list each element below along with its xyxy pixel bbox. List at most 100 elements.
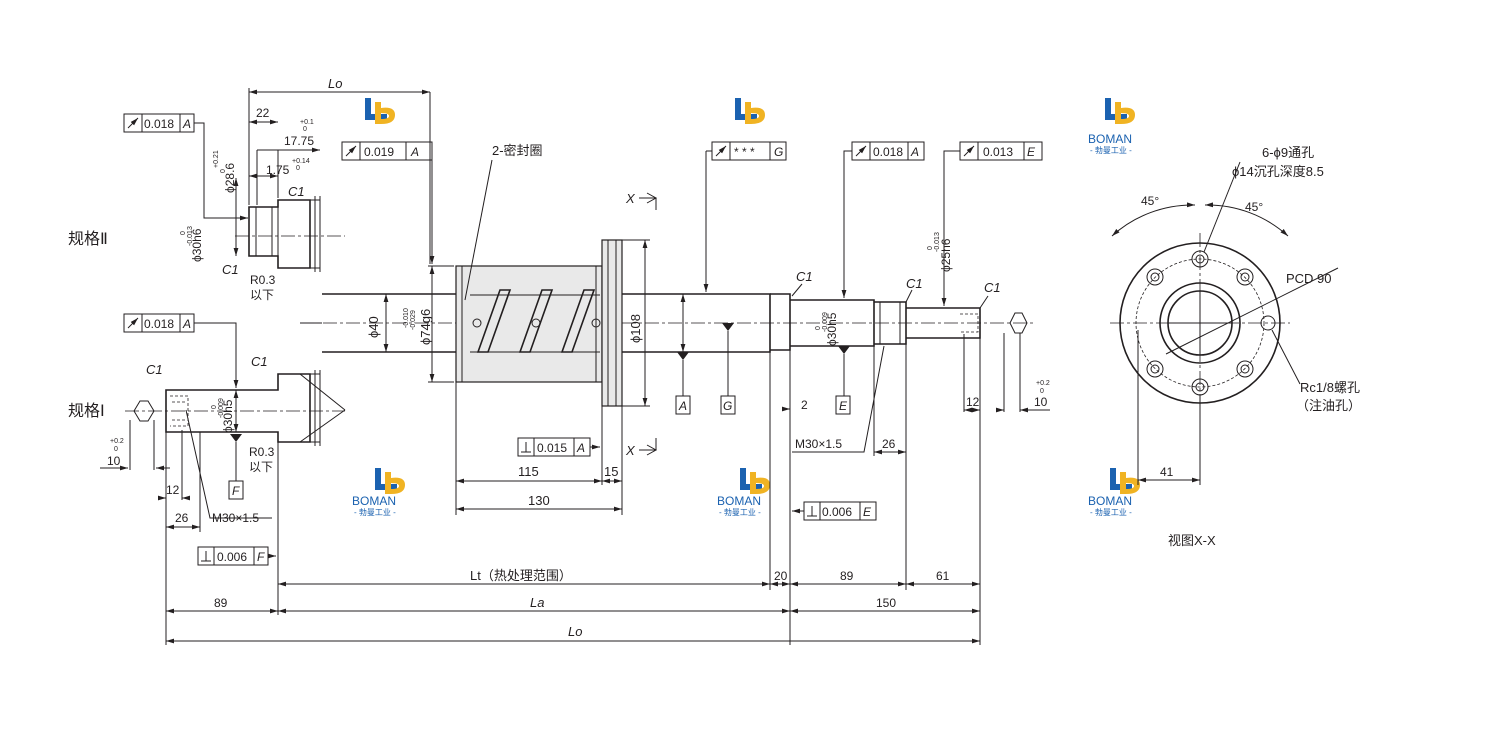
tol-value: 0.013 xyxy=(983,145,1013,159)
dim-41: 41 xyxy=(1160,465,1174,479)
watermark-sub: - 勃曼工业 - xyxy=(1090,145,1132,155)
datum-triangle xyxy=(230,434,242,442)
datum-box-f xyxy=(228,480,244,500)
geo-tolerance-frame: 0.013 E xyxy=(959,141,1043,161)
radius-r0-3: R0.3 xyxy=(249,445,275,459)
datum-box-e xyxy=(835,395,851,415)
dim-17-75: 17.75 xyxy=(284,134,314,148)
tol-d30h6-lower: -0.013 xyxy=(187,226,194,246)
tol-10-lower: 0 xyxy=(114,446,118,453)
spec2-label: 规格Ⅱ xyxy=(68,230,108,248)
tol-value: 0.018 xyxy=(144,117,174,131)
watermark-logo: BOMAN - 勃曼工业 - xyxy=(352,468,405,517)
geo-tolerance-frame: 0.018 A xyxy=(851,141,925,161)
watermark-logo xyxy=(365,98,395,124)
tol-1-75-upper: +0.14 xyxy=(292,158,310,165)
watermark-logo: BOMAN - 勃曼工业 - xyxy=(1088,468,1140,517)
datum-a: A xyxy=(678,399,687,413)
dim-150: 150 xyxy=(876,596,896,610)
geo-tolerance-frame: 0.019 A xyxy=(341,141,433,161)
geo-tolerance-frame: 0.018 A xyxy=(123,113,195,133)
bolt-holes: 6-ϕ9通孔 xyxy=(1262,145,1314,160)
dim-20: 20 xyxy=(774,569,788,583)
dim-115: 115 xyxy=(518,464,539,479)
radius-below: 以下 xyxy=(250,288,274,302)
dim-lt: Lt（热处理范围） xyxy=(470,568,572,583)
geo-tolerance-frame: 0.018 A xyxy=(123,313,195,333)
tol-17-75-upper: +0.1 xyxy=(300,119,314,126)
dim-d30h5: ϕ30h5 xyxy=(221,399,235,433)
perp-tolerance-frame: 0.006 E xyxy=(803,501,877,521)
dim-15: 15 xyxy=(604,464,618,479)
dim-61: 61 xyxy=(936,569,950,583)
watermark-logo: BOMAN - 勃曼工业 - xyxy=(717,468,770,517)
datum-g: G xyxy=(723,399,732,413)
tol-value: 0.018 xyxy=(873,145,903,159)
spec1-label: 规格Ⅰ xyxy=(68,402,105,420)
dim-12: 12 xyxy=(166,483,180,497)
tol-d30h5-upper: 0 xyxy=(815,326,822,330)
tol-value: 0.018 xyxy=(144,317,174,331)
dim-lo-top: Lo xyxy=(328,76,342,91)
chamfer-c1: C1 xyxy=(796,269,813,284)
tol-datum: E xyxy=(863,505,872,519)
view-label: 视图X-X xyxy=(1168,533,1216,548)
tol-value: 0.006 xyxy=(217,550,247,564)
angle-45-left: 45° xyxy=(1141,194,1159,208)
tol-value: 0.006 xyxy=(822,505,852,519)
geo-tolerance-frame: * * * G xyxy=(711,141,787,161)
view-x-x: 45° 45° 6-ϕ9通孔 ϕ14沉孔深度8.5 PCD 90 Rc1/8螺孔… xyxy=(1110,145,1361,548)
seal-label: 2-密封圈 xyxy=(492,143,543,158)
tol-datum: A xyxy=(576,441,585,455)
datum-f: F xyxy=(232,484,240,498)
tol-d28-upper: +0.21 xyxy=(213,150,220,168)
thread-m30: M30×1.5 xyxy=(795,437,842,451)
watermark-sub: - 勃曼工业 - xyxy=(1090,507,1132,517)
radius-below: 以下 xyxy=(249,460,273,474)
tol-d28-lower: 0 xyxy=(220,169,227,173)
watermark-brand: BOMAN xyxy=(352,494,396,508)
dim-26: 26 xyxy=(175,511,189,525)
pcd: PCD 90 xyxy=(1286,271,1332,286)
chamfer-c1: C1 xyxy=(288,184,305,199)
chamfer-c1: C1 xyxy=(146,362,163,377)
dim-22: 22 xyxy=(256,106,270,120)
dim-d28-6: ϕ28.6 xyxy=(223,163,237,193)
tol-d25-upper: 0 xyxy=(927,246,934,250)
dim-12: 12 xyxy=(966,395,980,409)
perp-tolerance-frame: 0.015 A xyxy=(517,437,591,457)
tol-d30h5-lower: -0.009 xyxy=(822,312,829,332)
perp-tolerance-frame: 0.006 F xyxy=(197,546,269,566)
dim-d30h6: ϕ30h6 xyxy=(190,228,204,262)
tol-d30h5-lower: -0.009 xyxy=(218,398,225,418)
dim-26: 26 xyxy=(882,437,896,451)
oil-hole-note: （注油孔） xyxy=(1296,398,1361,413)
dim-la: La xyxy=(530,595,544,610)
tol-value: 0.015 xyxy=(537,441,567,455)
tol-datum: A xyxy=(410,145,419,159)
watermark-logo xyxy=(735,98,765,124)
tol-10-upper: +0.2 xyxy=(110,438,124,445)
tol-10-lower: 0 xyxy=(1040,388,1044,395)
datum-box-g xyxy=(720,395,736,415)
chamfer-c1: C1 xyxy=(906,276,923,291)
radius-r0-3: R0.3 xyxy=(250,273,276,287)
dim-10: 10 xyxy=(1034,395,1048,409)
dim-d25h6: ϕ25h6 xyxy=(939,238,953,272)
tol-datum: A xyxy=(182,117,191,131)
counterbore: ϕ14沉孔深度8.5 xyxy=(1232,164,1324,179)
dim-1-75: 1.75 xyxy=(266,163,290,177)
chamfer-c1: C1 xyxy=(222,262,239,277)
tol-datum: A xyxy=(910,145,919,159)
watermark-brand: BOMAN xyxy=(1088,132,1132,146)
tol-d30h5-upper: 0 xyxy=(211,405,218,409)
dim-2: 2 xyxy=(801,398,808,412)
tol-datum: F xyxy=(257,550,265,564)
dim-89: 89 xyxy=(214,596,228,610)
datum-box-a xyxy=(675,395,691,415)
tol-d30h6-upper: 0 xyxy=(180,231,187,235)
dim-d74g6: ϕ74g6 xyxy=(418,309,433,345)
section-mark-top: X xyxy=(625,191,636,206)
nut-body xyxy=(455,265,603,383)
